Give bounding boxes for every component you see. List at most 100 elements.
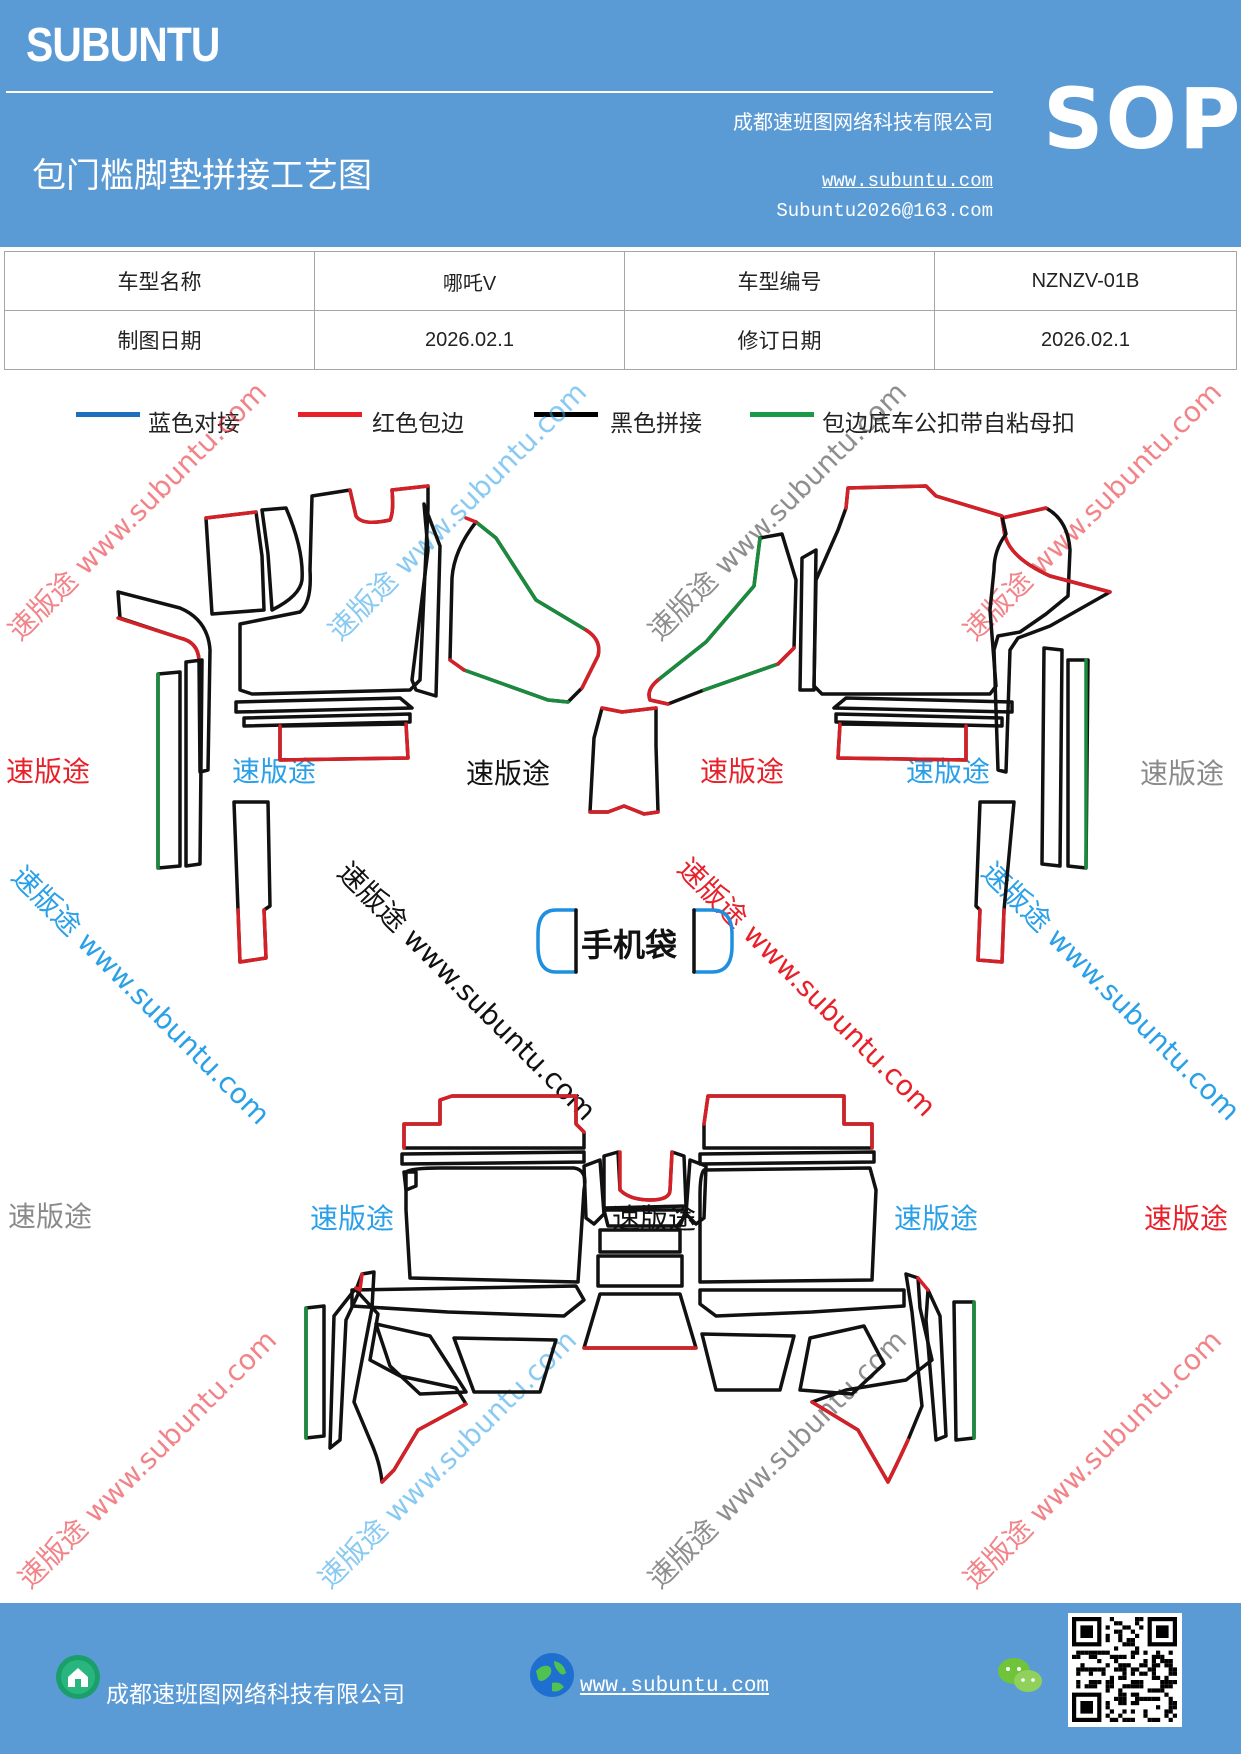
table-row: 车型名称 哪吒V 车型编号 NZNZV-01B xyxy=(4,251,1237,311)
rear-left-frame xyxy=(350,1284,586,1318)
rear-center-side-l xyxy=(582,1158,606,1226)
rear-left-top-bar-edge xyxy=(402,1094,586,1150)
right-side-flap-red xyxy=(647,646,796,706)
rear-left-arm-edge xyxy=(354,1272,364,1292)
rear-right-arm-edge xyxy=(916,1276,930,1292)
right-crossbar-2 xyxy=(834,712,1004,728)
watermark-brand: 速版途 xyxy=(1140,757,1224,790)
rear-left-crossbar xyxy=(400,1150,586,1166)
left-side-flap-green xyxy=(462,520,588,704)
watermark-brand: 速版途 xyxy=(1144,1202,1228,1235)
watermark-brand: 速版途 www.subuntu.com xyxy=(5,860,277,1132)
watermark-brand: 速版途 www.subuntu.com xyxy=(957,1323,1229,1595)
header-website-link[interactable]: www.subuntu.com xyxy=(821,170,993,192)
rear-floor-mat-group xyxy=(304,1094,976,1484)
legend-swatch xyxy=(534,412,598,417)
model-code-value: NZNZV-01B xyxy=(934,251,1237,311)
left-strip-inner xyxy=(184,658,204,868)
rear-center-bottom xyxy=(582,1292,698,1350)
right-strip-inner xyxy=(1040,646,1064,868)
rear-center-block-1 xyxy=(602,1208,688,1228)
watermark-brand: 速版途 www.subuntu.com xyxy=(642,1323,914,1595)
watermark-layer: 速版途 www.subuntu.com 速版途 www.subuntu.com … xyxy=(2,375,1241,1595)
right-main-mat-top-edge xyxy=(844,484,1004,518)
watermark-brand: 速版途 www.subuntu.com xyxy=(642,375,914,647)
sop-badge: SOP xyxy=(1043,70,1241,168)
rear-left-wing-edge xyxy=(380,1402,468,1484)
qr-code[interactable] xyxy=(1068,1613,1182,1727)
header-banner: SUBUNTU SOP 成都速班图网络科技有限公司 包门槛脚垫拼接工艺图 www… xyxy=(0,0,1241,247)
rear-right-wing-edge xyxy=(810,1400,910,1484)
rear-right-top-bar-edge xyxy=(702,1094,874,1150)
legend-swatch xyxy=(750,412,814,417)
rear-right-trapezoid-2 xyxy=(798,1324,886,1396)
watermark-brand: 速版途 www.subuntu.com xyxy=(2,375,274,647)
watermark-brand: 速版途 www.subuntu.com xyxy=(671,852,943,1124)
left-crossbar-2 xyxy=(242,712,412,728)
rear-right-main xyxy=(698,1166,878,1284)
rear-right-frame xyxy=(698,1288,906,1318)
model-name-label: 车型名称 xyxy=(4,251,315,311)
footer-website-link[interactable]: www.subuntu.com xyxy=(580,1675,770,1698)
brand-logo: SUBUNTU xyxy=(26,19,220,72)
footer-company-name: 成都速班图网络科技有限公司 xyxy=(106,1682,405,1708)
rear-center-top-edge xyxy=(618,1150,674,1202)
right-crossbar xyxy=(832,696,1014,714)
rear-center-block-2 xyxy=(598,1228,682,1254)
center-tunnel-group xyxy=(588,706,660,816)
rear-left-trapezoid xyxy=(452,1336,558,1394)
left-main-mat-top-edge xyxy=(348,484,430,524)
left-front-pad-edge xyxy=(278,722,410,762)
watermark-brand: 速版途 www.subuntu.com xyxy=(331,856,603,1128)
header-divider xyxy=(6,91,993,93)
table-row: 制图日期 2026.02.1 修订日期 2026.02.1 xyxy=(4,310,1237,370)
drawing-date-label: 制图日期 xyxy=(4,310,315,370)
legend-label: 包边底车公扣带自粘母扣 xyxy=(822,411,1075,437)
phone-bag-label: 手机袋 xyxy=(581,926,677,964)
rear-left-main xyxy=(404,1166,587,1284)
watermark-brand: 速版途 xyxy=(6,755,90,788)
watermark-brand: 速版途 www.subuntu.com xyxy=(975,856,1241,1128)
rear-right-crossbar xyxy=(698,1150,876,1166)
home-icon xyxy=(56,1655,100,1699)
rear-right-trapezoid xyxy=(700,1332,796,1392)
watermark-brand: 速版途 xyxy=(310,1202,394,1235)
watermark-brand: 速版途 xyxy=(894,1202,978,1235)
left-bottom-strip-edge xyxy=(236,908,268,964)
rear-left-trapezoid-2 xyxy=(374,1322,468,1396)
rear-left-side-hook xyxy=(402,1170,418,1192)
rear-left-wing xyxy=(352,1270,468,1484)
legend-label: 红色包边 xyxy=(372,411,464,437)
center-tunnel-top-edge xyxy=(600,706,658,714)
front-right-mat-group xyxy=(647,484,1112,964)
watermark-brand: 速版途 www.subuntu.com xyxy=(322,375,594,647)
header-email-link[interactable]: Subuntu2026@163.com xyxy=(776,200,993,222)
globe-icon xyxy=(530,1653,574,1697)
rear-right-top-bar xyxy=(702,1094,874,1150)
page-title: 包门槛脚垫拼接工艺图 xyxy=(32,156,372,196)
watermark-brand: 速版途 xyxy=(466,757,550,790)
rear-right-arm xyxy=(924,1288,948,1442)
left-crossbar xyxy=(234,696,414,714)
right-main-mat xyxy=(812,484,1008,696)
left-frame-strip xyxy=(410,502,442,698)
legend-swatch xyxy=(76,412,140,417)
left-panel-b xyxy=(260,506,304,612)
rear-center-side-r xyxy=(684,1158,708,1226)
legend-label: 蓝色对接 xyxy=(148,411,240,437)
vehicle-info-table: 车型名称 哪吒V 车型编号 NZNZV-01B 制图日期 2026.02.1 修… xyxy=(4,251,1237,370)
drawing-date-value: 2026.02.1 xyxy=(314,310,625,370)
right-side-flap-green xyxy=(656,536,780,692)
watermark-brand: 速版途 www.subuntu.com xyxy=(957,375,1229,647)
revision-date-value: 2026.02.1 xyxy=(934,310,1237,370)
wechat-icon xyxy=(998,1658,1042,1692)
model-name-value: 哪吒V xyxy=(314,251,625,311)
left-strip-outer xyxy=(156,670,182,870)
phone-bag-left-tab xyxy=(536,908,578,974)
footer-banner: 成都速班图网络科技有限公司 www.subuntu.com xyxy=(0,1603,1241,1754)
phone-bag-right-tab xyxy=(692,908,734,974)
right-bottom-strip-edge xyxy=(976,908,1006,964)
right-front-pad-edge xyxy=(836,722,968,762)
left-side-flap-red xyxy=(448,516,601,690)
revision-date-label: 修订日期 xyxy=(624,310,935,370)
